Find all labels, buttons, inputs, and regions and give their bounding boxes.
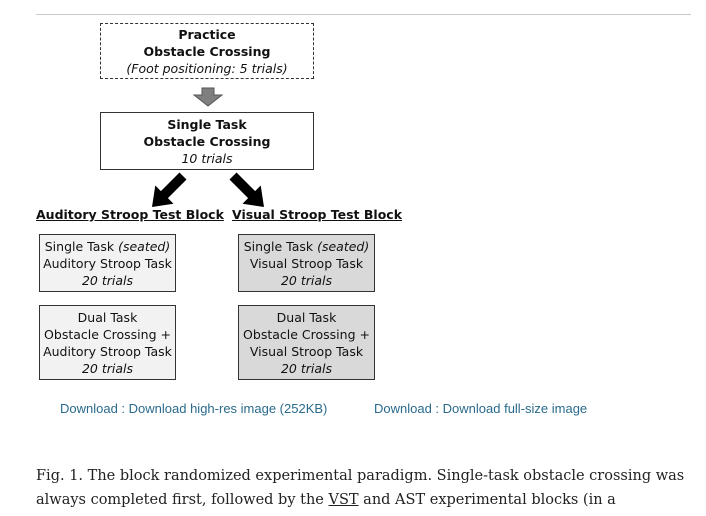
auditory-single-task-name: Auditory Stroop Task bbox=[43, 255, 172, 271]
visual-single-seated: (seated) bbox=[317, 238, 370, 254]
visual-single-task-box: Single Task (seated) Visual Stroop Task … bbox=[238, 234, 375, 292]
visual-dual-task-name: Visual Stroop Task bbox=[249, 343, 364, 359]
auditory-dual-title: Dual Task bbox=[77, 309, 138, 325]
visual-single-trials: 20 trials bbox=[280, 272, 333, 288]
left-diagonal-arrow-icon bbox=[152, 172, 187, 207]
caption-text-start: Fig. 1. The block randomized experimenta… bbox=[36, 468, 685, 508]
auditory-dual-obstacle: Obstacle Crossing + bbox=[44, 326, 171, 342]
top-divider bbox=[36, 14, 691, 15]
auditory-dual-task-name: Auditory Stroop Task bbox=[43, 343, 172, 359]
auditory-dual-trials: 20 trials bbox=[81, 360, 134, 376]
download-highres-link[interactable]: Download : Download high-res image (252K… bbox=[60, 401, 328, 416]
practice-title: Practice bbox=[178, 26, 236, 42]
auditory-block-heading: Auditory Stroop Test Block bbox=[36, 207, 224, 222]
practice-trials: (Foot positioning: 5 trials) bbox=[126, 60, 288, 76]
single-task-trials: 10 trials bbox=[181, 150, 233, 166]
visual-block-heading: Visual Stroop Test Block bbox=[232, 207, 403, 222]
auditory-single-prefix: Single Task bbox=[44, 238, 119, 254]
visual-dual-title: Dual Task bbox=[276, 309, 337, 325]
visual-dual-trials: 20 trials bbox=[280, 360, 333, 376]
visual-dual-task-box: Dual Task Obstacle Crossing + Visual Str… bbox=[238, 305, 375, 380]
download-fullsize-link[interactable]: Download : Download full-size image bbox=[374, 401, 588, 416]
single-task-box: Single Task Obstacle Crossing 10 trials bbox=[100, 112, 314, 170]
visual-dual-obstacle: Obstacle Crossing + bbox=[243, 326, 370, 342]
auditory-single-seated: (seated) bbox=[118, 238, 171, 254]
auditory-dual-task-box: Dual Task Obstacle Crossing + Auditory S… bbox=[39, 305, 176, 380]
visual-single-prefix: Single Task bbox=[243, 238, 318, 254]
right-diagonal-arrow-icon bbox=[229, 172, 264, 207]
caption-vst-link[interactable]: VST bbox=[328, 492, 359, 508]
auditory-single-trials: 20 trials bbox=[81, 272, 134, 288]
practice-box: Practice Obstacle Crossing (Foot positio… bbox=[100, 23, 314, 79]
figure-caption: Fig. 1. The block randomized experimenta… bbox=[36, 464, 696, 516]
visual-single-task-name: Visual Stroop Task bbox=[249, 255, 364, 271]
auditory-single-task-box: Single Task (seated) Auditory Stroop Tas… bbox=[39, 234, 176, 292]
single-task-subtitle: Obstacle Crossing bbox=[143, 133, 271, 149]
practice-subtitle: Obstacle Crossing bbox=[143, 43, 271, 59]
single-task-title: Single Task bbox=[167, 116, 247, 132]
down-arrow-icon bbox=[192, 87, 224, 107]
caption-text-end: and AST experimental blocks (in a random… bbox=[363, 492, 616, 508]
